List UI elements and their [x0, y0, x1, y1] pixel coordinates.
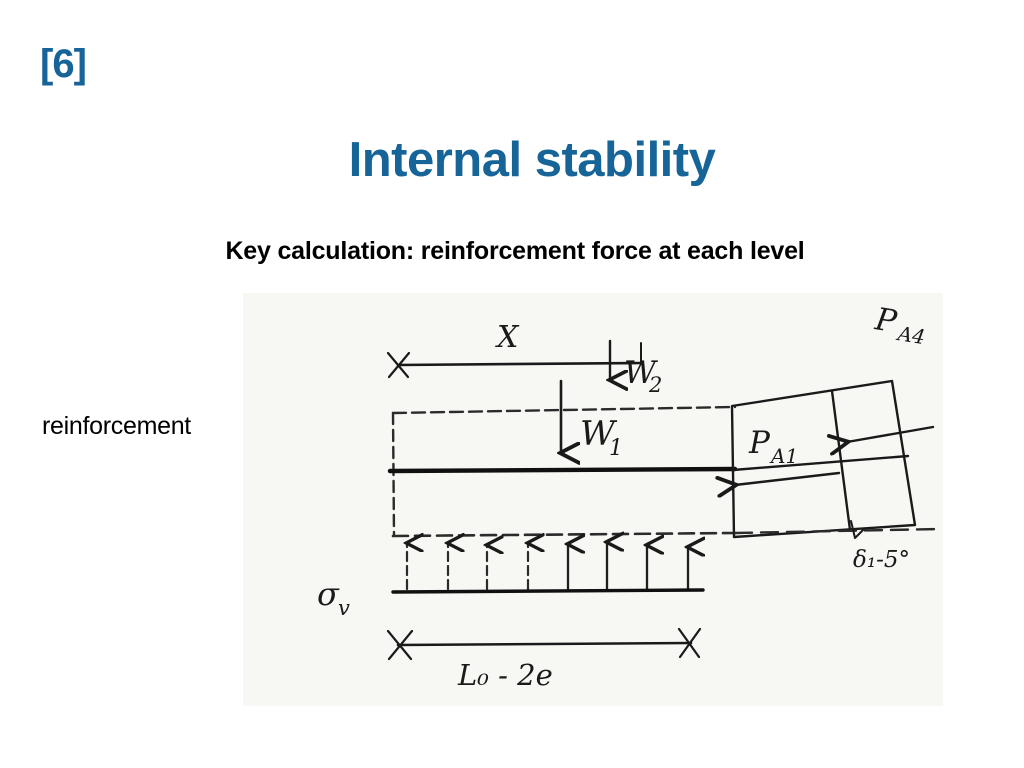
force-label-w1-subscript: 1: [609, 436, 623, 461]
top-dimension-label: X: [495, 320, 520, 355]
free-body-diagram-svg: X W 2 W 1: [243, 293, 943, 706]
free-body-diagram-figure: X W 2 W 1: [243, 293, 943, 706]
page-subtitle: Key calculation: reinforcement force at …: [225, 236, 805, 265]
reinforcement-callout-label: reinforcement: [42, 412, 191, 440]
top-dimension-line: [386, 342, 643, 379]
base-datum-line: [733, 520, 942, 539]
base-dimension-line: [386, 627, 702, 661]
page-title: Internal stability: [348, 132, 716, 187]
pressure-label-pa4-subscript: A4: [894, 321, 927, 349]
force-label-w2-subscript: 2: [648, 373, 662, 397]
slide-number-marker: [6]: [40, 42, 87, 86]
vertical-stress-label-subscript: v: [338, 596, 350, 620]
base-dimension-label: L₀ - 2e: [457, 658, 553, 692]
force-label-w1: W: [580, 414, 618, 454]
pressure-vector-pa4: [847, 425, 935, 442]
pressure-label-pa1: P: [748, 425, 771, 461]
force-label-w2: W: [624, 355, 658, 391]
diagram-paper-background: [243, 293, 943, 706]
pressure-label-pa1-subscript: A1: [769, 444, 798, 468]
angle-annotation-label: δ₁-5°: [853, 547, 910, 573]
pressure-vector-pa1: [735, 471, 841, 485]
reinforcement-layer-line: [387, 466, 738, 474]
vertical-stress-label: σ: [317, 575, 340, 613]
stress-baseline: [391, 588, 705, 594]
vertical-stress-arrow-group: [391, 542, 705, 594]
